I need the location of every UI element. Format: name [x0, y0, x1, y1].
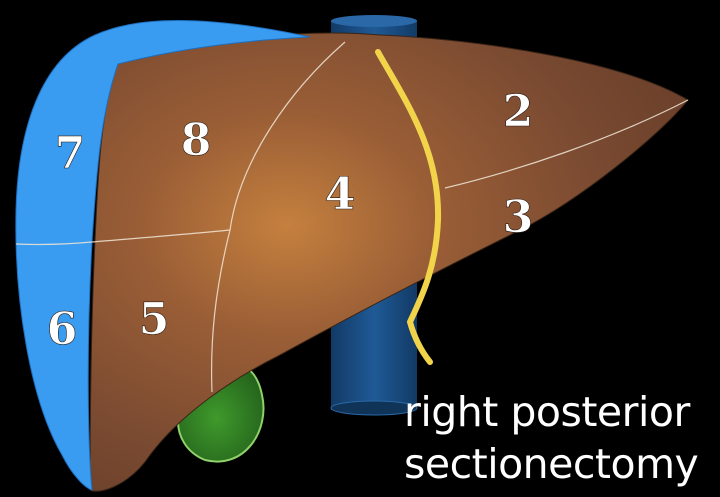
caption-line-1: right posterior [404, 388, 720, 436]
segment-5-label: 5 [139, 294, 170, 345]
segment-8-label: 8 [181, 115, 212, 166]
vena-cava-top [331, 15, 417, 27]
segment-3-label: 3 [503, 192, 534, 243]
segment-6-label: 6 [47, 304, 78, 355]
segment-2-label: 2 [503, 86, 534, 137]
segment-4-label: 4 [325, 169, 356, 220]
caption-line-2: sectionectomy [404, 440, 720, 488]
segment-7-label: 7 [55, 128, 86, 179]
